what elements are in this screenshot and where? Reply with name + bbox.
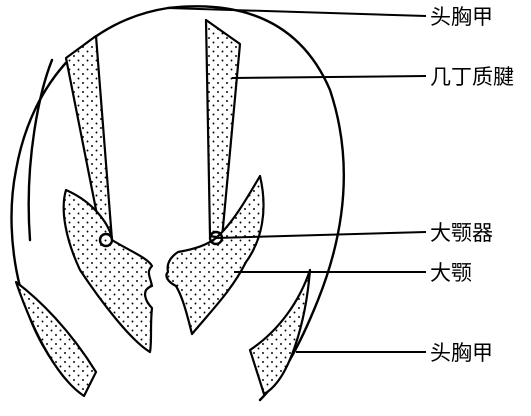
- right-chitin-tendon: [206, 20, 240, 238]
- label-mandible: 大颚: [430, 261, 472, 285]
- right-carapace-flap: [250, 270, 310, 394]
- label-mandible-organ: 大颚器: [430, 221, 493, 245]
- label-chitin-tendon: 几丁质腱: [430, 65, 514, 89]
- leader-cephalothorax-top: [168, 8, 426, 16]
- label-cephalothorax-top: 头胸甲: [430, 5, 493, 29]
- left-carapace-flap: [16, 282, 96, 396]
- label-cephalothorax-bottom: 头胸甲: [430, 341, 493, 365]
- leader-chitin-tendon: [232, 76, 426, 78]
